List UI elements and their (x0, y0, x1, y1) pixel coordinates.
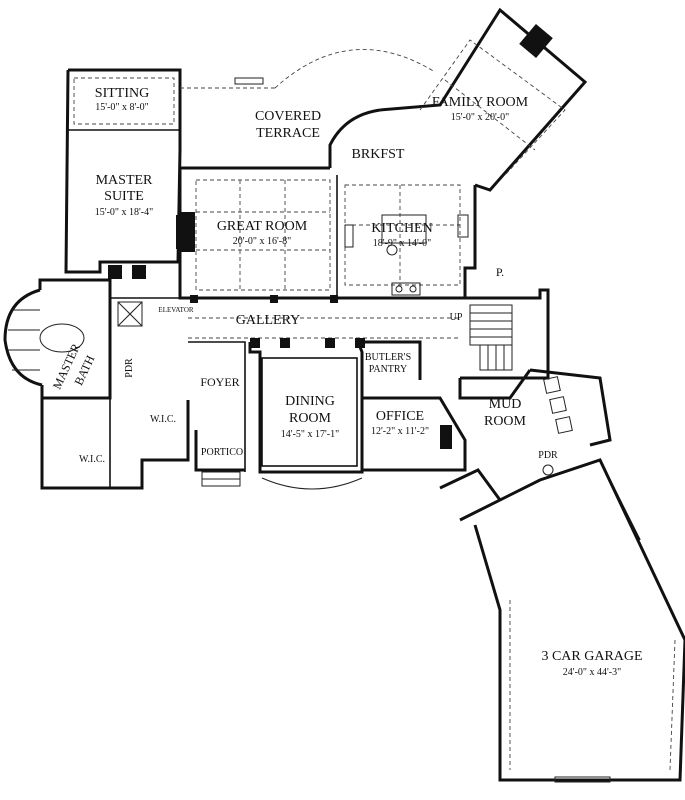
room-label-wic-center: W.I.C. (150, 414, 176, 425)
room-label-elevator: ELEVATOR (158, 306, 193, 314)
room-label-butlers-1: BUTLER'S (365, 352, 411, 363)
room-label-wic-left: W.I.C. (79, 454, 105, 465)
room-label-dining-2: ROOM (289, 411, 332, 426)
room-label-covered: COVERED (255, 109, 321, 124)
fireplace-family (519, 23, 553, 59)
room-label-brkfst: BRKFST (352, 147, 405, 162)
fixtures (8, 77, 611, 783)
room-dims-dining: 14'-5" x 17'-1" (281, 429, 339, 440)
room-label-mud: MUD (489, 397, 522, 412)
ceiling-lines (73, 39, 676, 771)
room-labels: SITTING 15'-0" x 8'-0" COVERED TERRACE F… (50, 86, 643, 678)
room-label-butlers-2: PANTRY (369, 364, 408, 375)
room-label-foyer: FOYER (200, 375, 239, 389)
fireplace-master (176, 215, 181, 249)
exterior-walls (3, 7, 685, 782)
staircase (469, 304, 513, 371)
fireplace-great-room (181, 212, 195, 252)
room-dims-master-suite: 15'-0" x 18'-4" (95, 207, 153, 218)
room-label-dining-1: DINING (285, 394, 335, 409)
room-label-master-2: SUITE (104, 189, 144, 204)
bathtub (39, 323, 85, 353)
room-dims-family-room: 15'-0" x 20'-0" (451, 112, 509, 123)
room-label-gallery: GALLERY (236, 313, 301, 328)
stair-up-label: UP (450, 312, 463, 323)
room-dims-office: 12'-2" x 11'-2" (371, 426, 429, 437)
room-label-pdr-left: PDR (124, 358, 135, 378)
room-label-office: OFFICE (376, 409, 424, 424)
kitchen-island (381, 214, 427, 244)
room-label-mud-room: ROOM (484, 414, 527, 429)
room-label-sitting: SITTING (95, 86, 149, 101)
room-label-master-1: MASTER (96, 173, 153, 188)
room-label-garage: 3 CAR GARAGE (541, 649, 642, 664)
shower (117, 301, 143, 327)
room-label-terrace: TERRACE (256, 126, 320, 141)
solid-features (108, 23, 553, 449)
cooktop (391, 282, 421, 296)
room-label-portico: PORTICO (201, 447, 243, 458)
room-dims-sitting: 15'-0" x 8'-0" (95, 102, 148, 113)
room-label-kitchen: KITCHEN (371, 221, 432, 236)
room-dims-kitchen: 18'-9" x 14'-0" (373, 238, 431, 249)
room-label-great-room: GREAT ROOM (217, 219, 308, 234)
room-dims-great-room: 20'-0" x 16'-8" (233, 236, 291, 247)
room-label-pantry: P. (496, 265, 504, 279)
room-dims-garage: 24'-0" x 44'-3" (563, 667, 621, 678)
room-label-pdr-right: PDR (538, 450, 558, 461)
room-label-family-room: FAMILY ROOM (432, 95, 529, 110)
